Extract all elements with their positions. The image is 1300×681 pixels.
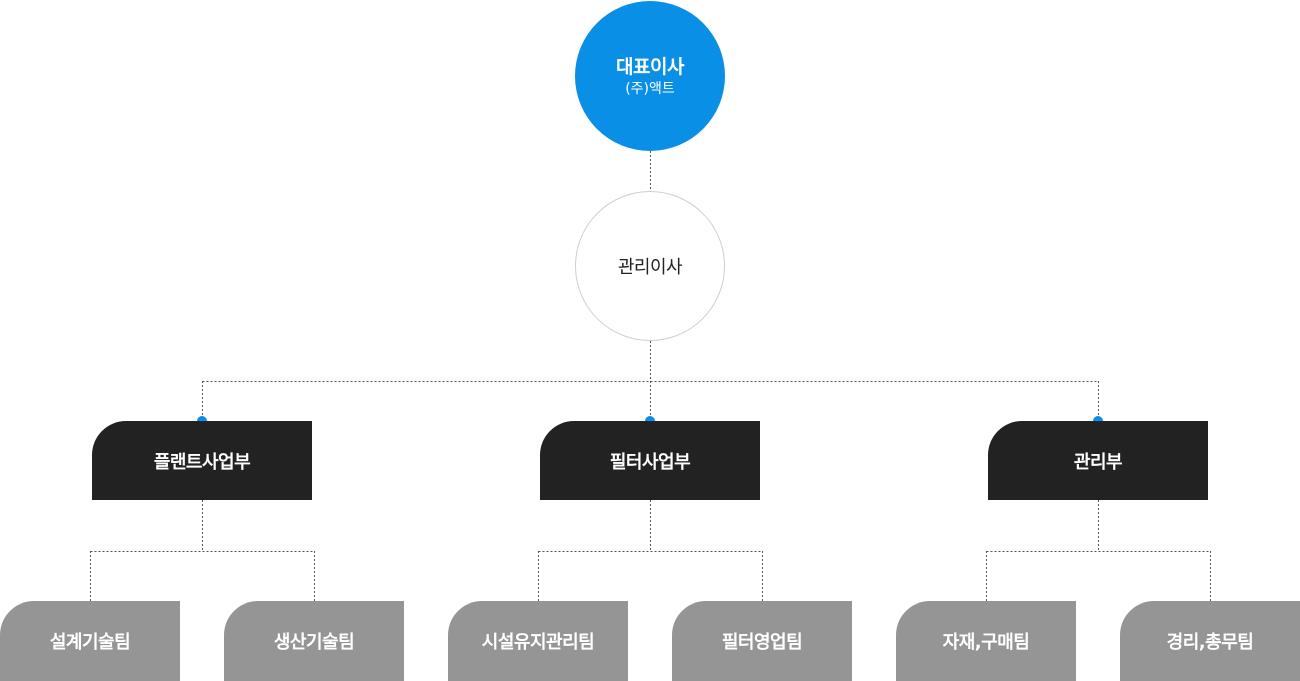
team-label: 경리,총무팀 xyxy=(1166,632,1254,653)
team-label: 자재,구매팀 xyxy=(942,632,1030,653)
company-name: (주)액트 xyxy=(625,80,675,97)
team-facility-maintenance: 시설유지관리팀 xyxy=(448,601,628,681)
connector-filter-teams xyxy=(538,500,763,601)
department-label: 관리부 xyxy=(1073,451,1123,473)
department-filter: 필터사업부 xyxy=(540,421,760,500)
team-label: 시설유지관리팀 xyxy=(481,632,595,653)
team-design-engineering: 설계기술팀 xyxy=(0,601,180,681)
team-accounting-general-affairs: 경리,총무팀 xyxy=(1120,601,1300,681)
ceo-title: 대표이사 xyxy=(616,55,684,78)
connector-plant-teams xyxy=(90,500,315,601)
team-label: 생산기술팀 xyxy=(273,632,355,653)
ceo-node: 대표이사 (주)액트 xyxy=(575,1,725,151)
department-label: 필터사업부 xyxy=(609,451,691,473)
team-label: 설계기술팀 xyxy=(49,632,131,653)
team-filter-sales: 필터영업팀 xyxy=(672,601,852,681)
department-plant: 플랜트사업부 xyxy=(92,421,312,500)
department-admin: 관리부 xyxy=(988,421,1208,500)
team-label: 필터영업팀 xyxy=(721,632,803,653)
team-production-engineering: 생산기술팀 xyxy=(224,601,404,681)
department-label: 플랜트사업부 xyxy=(153,451,251,473)
director-title: 관리이사 xyxy=(617,257,683,278)
team-materials-purchasing: 자재,구매팀 xyxy=(896,601,1076,681)
connector-admin-teams xyxy=(986,500,1211,601)
director-node: 관리이사 xyxy=(575,191,725,341)
